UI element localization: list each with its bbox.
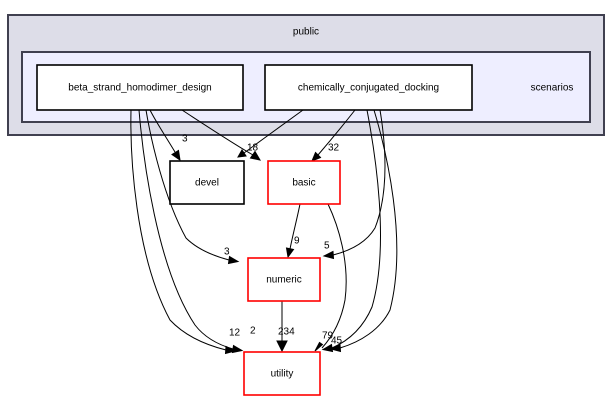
edge-label-chem-numeric: 5 [324, 241, 330, 252]
node-utility-label: utility [271, 369, 294, 380]
node-devel-box[interactable] [169, 160, 245, 205]
edge-label-beta-numeric: 3 [224, 247, 230, 258]
node-chemically-conjugated-docking[interactable]: chemically_conjugated_docking [264, 64, 473, 111]
edge-beta-to-numeric: 3 [145, 109, 240, 265]
edge-chem-to-numeric: 5 [322, 109, 386, 260]
edge-label-chem-utility-79: 79 [322, 331, 334, 342]
node-basic[interactable]: basic [267, 160, 341, 205]
edges-layer: 3 18 3 12 [130, 109, 398, 355]
node-chemically-conjugated-docking-box[interactable] [264, 64, 473, 111]
node-devel[interactable]: devel [169, 160, 245, 205]
edge-label-beta-devel: 3 [182, 134, 188, 145]
edge-label-basic-numeric: 9 [294, 236, 300, 247]
node-basic-label: basic [292, 178, 315, 189]
edge-beta-to-utility-12: 12 [130, 109, 241, 355]
edge-label-chem-basic: 32 [328, 143, 340, 154]
node-beta-strand-homodimer-design[interactable]: beta_strand_homodimer_design [36, 64, 244, 111]
node-utility[interactable]: utility [243, 351, 321, 396]
node-numeric-box[interactable] [247, 257, 321, 302]
node-beta-strand-homodimer-design-box[interactable] [36, 64, 244, 111]
node-numeric[interactable]: numeric [247, 257, 321, 302]
node-devel-label: devel [195, 178, 219, 189]
nodes-layer: beta_strand_homodimer_design chemically_… [36, 64, 473, 396]
edge-label-beta-utility-2: 2 [250, 326, 256, 337]
edge-chem-to-basic: 32 [311, 109, 356, 162]
edge-label-beta-utility-12: 12 [229, 328, 241, 339]
edge-label-beta-basic: 18 [247, 143, 259, 154]
edge-beta-to-utility-2: 2 [138, 109, 256, 354]
node-utility-box[interactable] [243, 351, 321, 396]
node-chemically-conjugated-docking-label: chemically_conjugated_docking [298, 83, 439, 94]
node-numeric-label: numeric [266, 275, 302, 286]
edge-chem-to-devel [237, 109, 304, 158]
edge-basic-to-numeric: 9 [285, 203, 301, 259]
cluster-public-label: public [293, 27, 319, 38]
cluster-scenarios-label: scenarios [531, 83, 574, 94]
edge-label-chem-utility-45: 45 [331, 336, 343, 347]
edge-beta-to-devel: 3 [149, 109, 188, 162]
edge-label-numeric-utility: 234 [278, 327, 295, 338]
edge-basic-to-utility [314, 203, 347, 352]
node-beta-strand-homodimer-design-label: beta_strand_homodimer_design [68, 83, 211, 94]
edge-chem-to-utility-45: 45 [321, 109, 381, 353]
edge-numeric-to-utility: 234 [276, 301, 295, 353]
node-basic-box[interactable] [267, 160, 341, 205]
